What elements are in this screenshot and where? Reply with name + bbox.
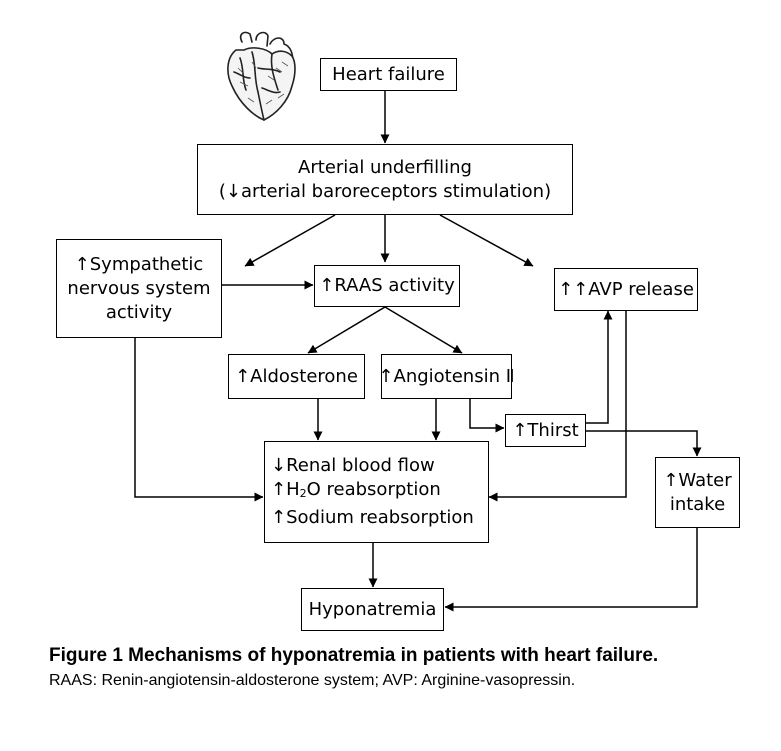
arrow-avp-to-renal: [488, 311, 627, 502]
node-hyponatremia: Hyponatremia: [301, 588, 444, 631]
arrow-raas-to-angiotensin: [384, 306, 463, 354]
node-aldosterone: ↑Aldosterone: [228, 354, 365, 399]
arrow-raas-to-aldosterone: [307, 306, 386, 354]
node-avp-release: ↑↑AVP release: [554, 268, 698, 311]
arrow-thirst-to-avp: [586, 310, 613, 424]
figure-caption-title: Figure 1 Mechanisms of hyponatremia in p…: [49, 645, 659, 666]
node-arterial-underfilling: Arterial underfilling (↓arterial barorec…: [197, 144, 573, 215]
arrow-thirst-to-water: [586, 430, 702, 457]
node-sympathetic: ↑Sympathetic nervous system activity: [56, 239, 222, 338]
node-angiotensin-ii: ↑Angiotensin Ⅱ: [378, 354, 515, 399]
node-thirst: ↑Thirst: [505, 414, 586, 447]
node-renal-effects: ↓Renal blood flow ↑H2O reabsorption ↑Sod…: [264, 441, 489, 543]
heart-icon: [227, 31, 296, 121]
arrow-angiotensin-to-thirst: [469, 399, 505, 433]
node-water-intake: ↑Water intake: [655, 457, 740, 528]
node-heart-failure: Heart failure: [320, 58, 457, 91]
arrow-water-to-hyponatremia: [444, 528, 698, 612]
figure-caption-note: RAAS: Renin-angiotensin-aldosterone syst…: [49, 672, 576, 689]
arrow-underfilling-to-avp: [439, 214, 534, 267]
arrow-sympathetic-to-renal: [134, 338, 264, 502]
node-raas-activity: ↑RAAS activity: [314, 265, 460, 307]
arrow-underfilling-to-sympathetic: [244, 214, 336, 267]
